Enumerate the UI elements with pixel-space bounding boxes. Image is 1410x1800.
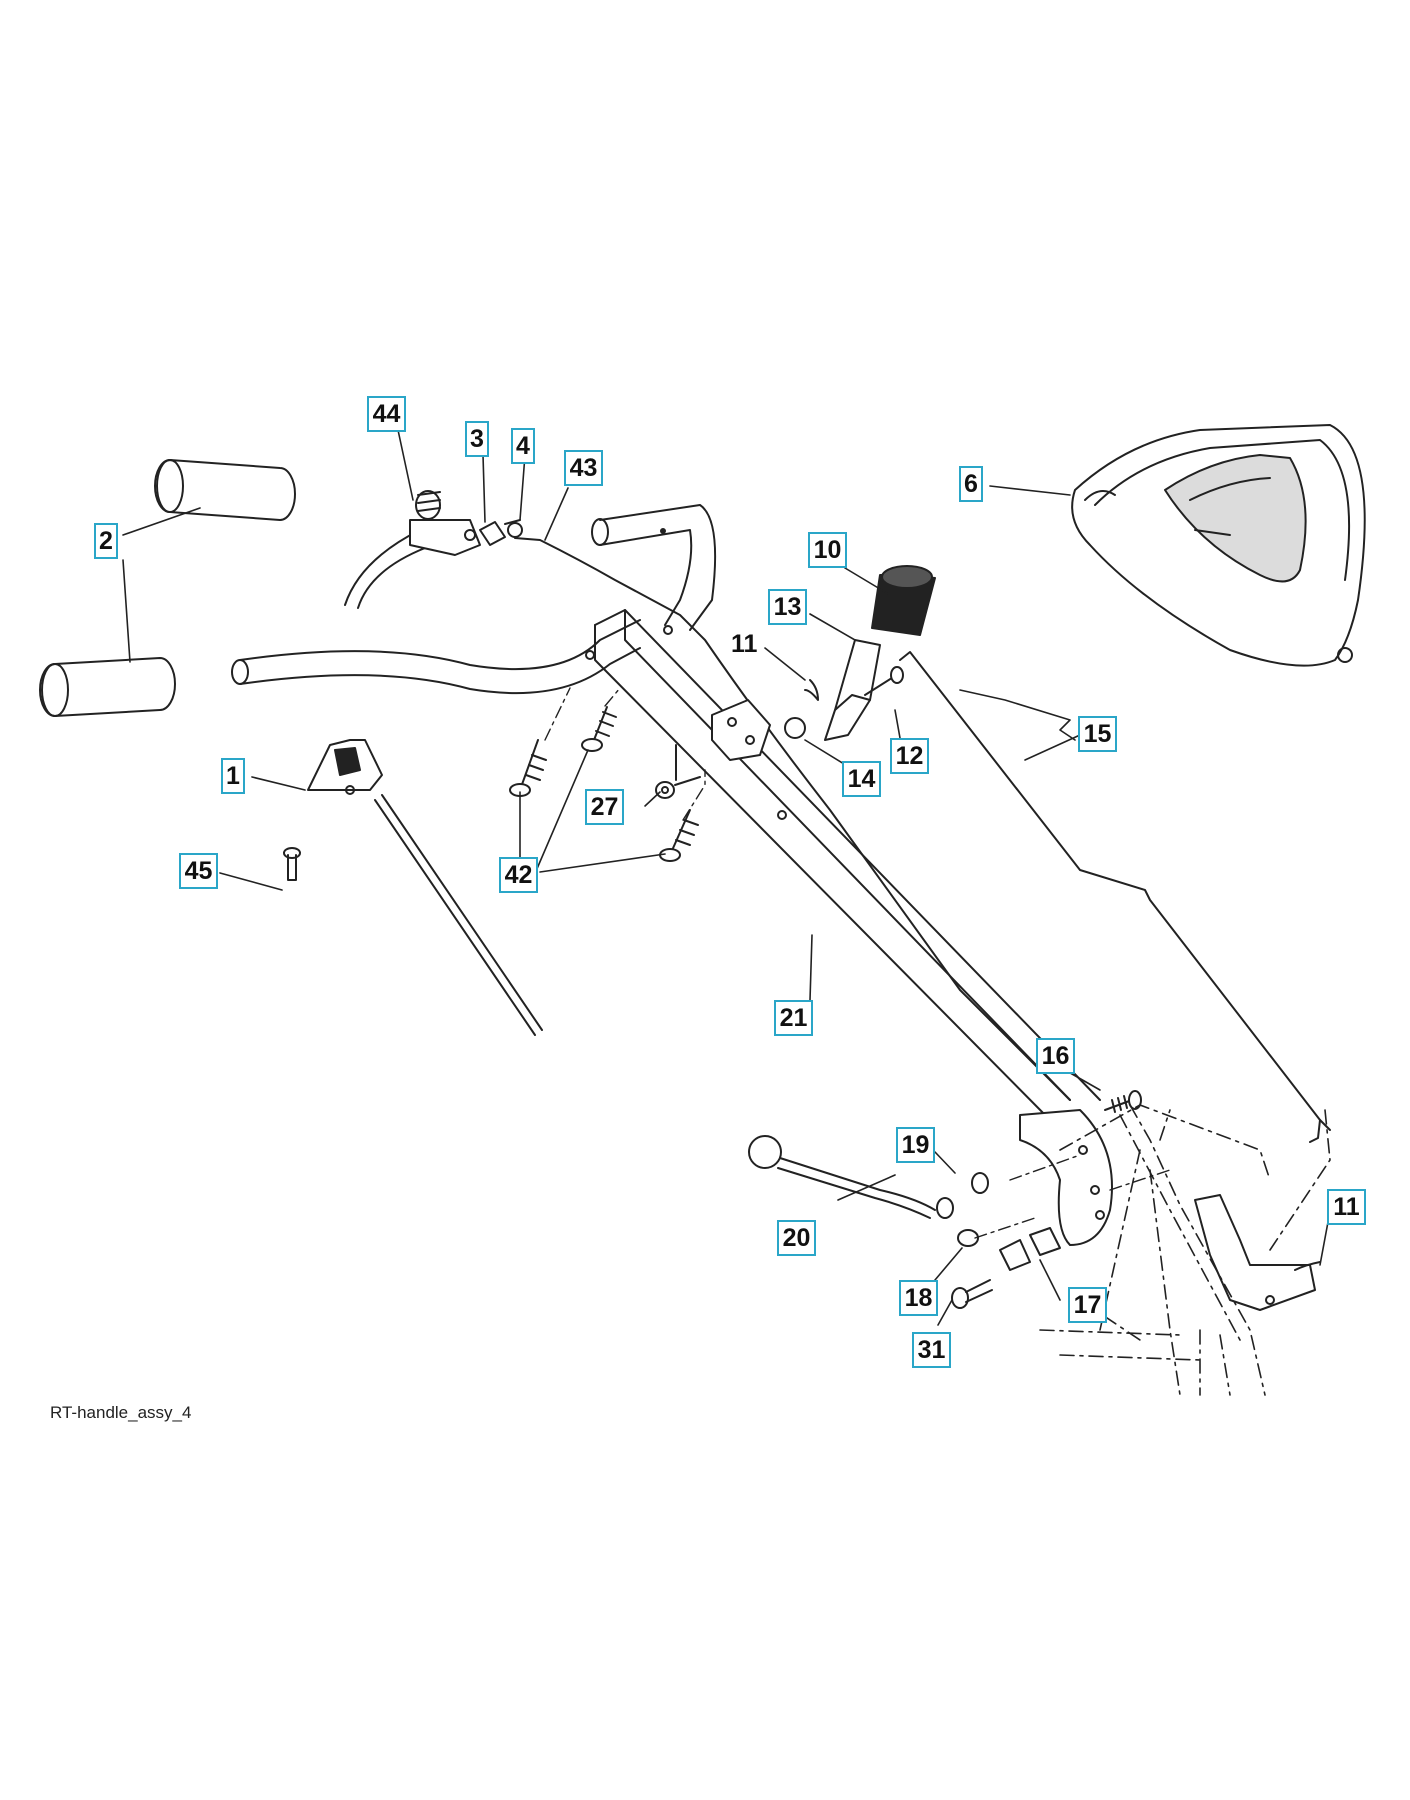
leader-lines [122,429,1329,1326]
lever-bracket [711,699,806,761]
callout-16[interactable]: 16 [1036,1038,1075,1074]
frame-reference [1039,1104,1331,1396]
handle-grip-lower [39,657,176,717]
gear-lever [748,1135,954,1219]
bolt [509,739,547,797]
shift-lever [824,565,936,741]
callout-4[interactable]: 4 [511,428,535,464]
callout-1[interactable]: 1 [221,758,245,794]
callout-11[interactable]: 11 [1327,1189,1366,1225]
callout-3[interactable]: 3 [465,421,489,457]
linkage-rod [899,651,1331,1143]
callout-19[interactable]: 19 [896,1127,935,1163]
callout-21[interactable]: 21 [774,1000,813,1036]
bail-lever [344,490,481,609]
hair-pin [804,679,819,701]
callout-17[interactable]: 17 [1068,1287,1107,1323]
callout-12[interactable]: 12 [890,738,929,774]
control-cable [514,537,1071,1101]
callout-15[interactable]: 15 [1078,716,1117,752]
bolt [581,706,617,752]
throttle-bracket [307,739,543,1036]
callout-45[interactable]: 45 [179,853,218,889]
callout-10[interactable]: 10 [808,532,847,568]
nut [655,744,701,799]
lever-pivot-bracket [479,519,523,546]
callout-44[interactable]: 44 [367,396,406,432]
handlebar [231,504,717,695]
screw [283,847,301,881]
washer [957,1229,979,1247]
assembly-lines [544,687,1171,1239]
callout-27[interactable]: 27 [585,789,624,825]
pad [1029,1227,1061,1256]
pivot-plate [1019,1109,1113,1246]
callout-31[interactable]: 31 [912,1332,951,1368]
control-panel-cover [1071,424,1366,667]
label-11: 11 [731,630,758,658]
callout-43[interactable]: 43 [564,450,603,486]
pad [999,1239,1031,1271]
callout-13[interactable]: 13 [768,589,807,625]
washer [971,1172,989,1194]
bolt [951,1279,993,1309]
bolt [659,809,699,862]
mounting-bracket [1194,1194,1321,1311]
callout-6[interactable]: 6 [959,466,983,502]
callout-20[interactable]: 20 [777,1220,816,1256]
handle-grip-upper [154,459,296,521]
callout-2[interactable]: 2 [94,523,118,559]
screw [864,666,904,696]
callout-14[interactable]: 14 [842,761,881,797]
screw [1104,1090,1142,1113]
callout-18[interactable]: 18 [899,1280,938,1316]
callout-42[interactable]: 42 [499,857,538,893]
diagram-caption: RT-handle_assy_4 [50,1403,192,1422]
handle-tube [585,609,1101,1126]
